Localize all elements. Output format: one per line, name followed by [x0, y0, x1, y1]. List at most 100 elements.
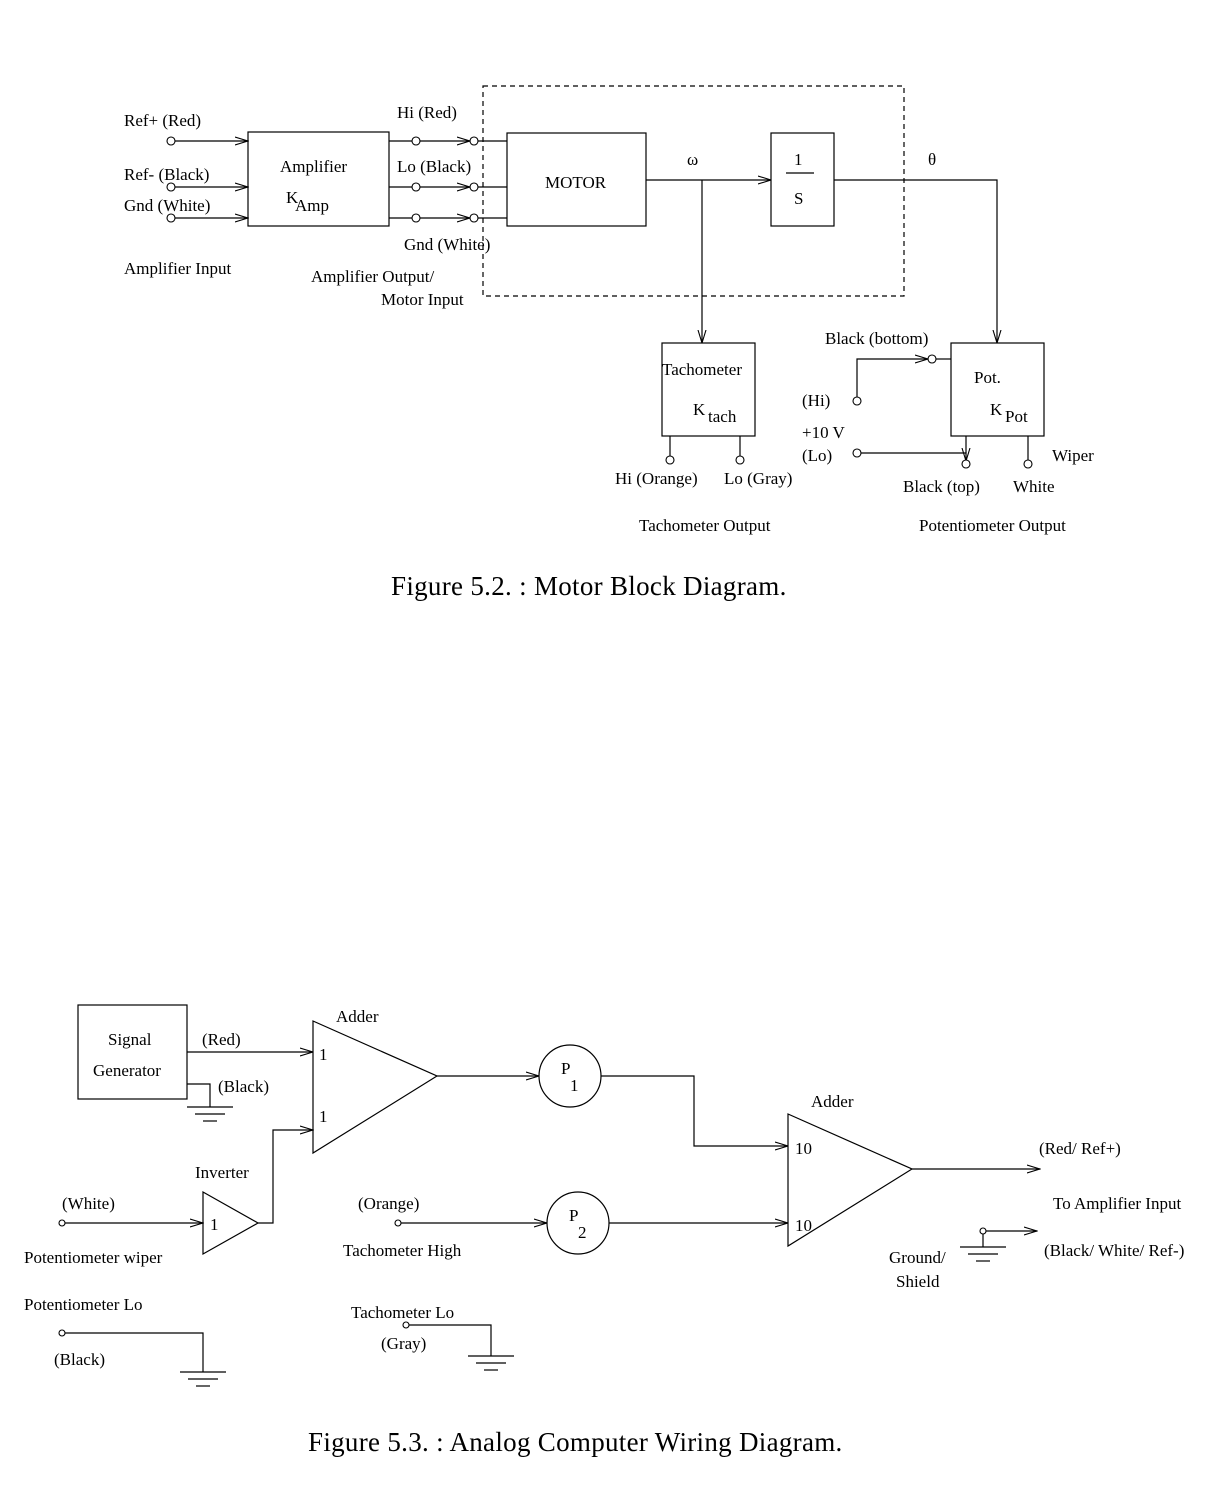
pot-lo-terminal: [852, 448, 862, 458]
figure-5-3-caption: Figure 5.3. : Analog Computer Wiring Dia…: [308, 1427, 843, 1457]
tach-high-terminal: [394, 1219, 402, 1227]
gnd-motor-terminal: [469, 213, 479, 223]
ground-label-1: Ground/: [889, 1248, 946, 1267]
potentiometer-output-label: Potentiometer Output: [919, 516, 1066, 535]
gray-wire-label: (Gray): [381, 1334, 426, 1353]
lo-motor-terminal: [469, 182, 479, 192]
pot-lo-ground-symbol: [180, 1371, 226, 1387]
integrator-numerator: 1: [794, 150, 803, 169]
motor-label: MOTOR: [545, 173, 607, 192]
hi-motor-terminal: [469, 136, 479, 146]
tach-lo-ground-symbol: [468, 1355, 514, 1371]
ref-minus-label: Ref- (Black): [124, 165, 209, 184]
amp-output-label-1: Amplifier Output/: [311, 267, 435, 286]
orange-wire-label: (Orange): [358, 1194, 419, 1213]
amplifier-input-label: Amplifier Input: [124, 259, 231, 278]
tachometer-block: [661, 342, 756, 437]
amp-output-label-2: Motor Input: [381, 290, 464, 309]
siggen-ground-symbol: [187, 1106, 233, 1122]
tach-lo-terminal: [735, 455, 745, 465]
pot-hi-terminal: [852, 396, 862, 406]
integrator-block: [770, 132, 835, 227]
tach-hi-label: Hi (Orange): [615, 469, 698, 488]
tach-lo-wire: [409, 1324, 492, 1356]
theta-label: θ: [928, 150, 936, 169]
p1-output-wire: [601, 1075, 788, 1146]
white-wire-label: (White): [62, 1194, 115, 1213]
adder-2-label: Adder: [811, 1092, 854, 1111]
signal-generator-label-1: Signal: [108, 1030, 152, 1049]
adder-1-input-2-gain: 1: [319, 1107, 328, 1126]
ground-shield-terminal: [979, 1227, 987, 1235]
adder-2-triangle: [787, 1113, 914, 1248]
p1-label: P: [561, 1059, 570, 1078]
pot-lo-black-label: (Black): [54, 1350, 105, 1369]
black-bottom-label: Black (bottom): [825, 329, 928, 348]
pot-gain-sub: Pot: [1005, 407, 1028, 426]
gnd-out-terminal: [411, 213, 421, 223]
pot-wiper-label: Potentiometer wiper: [24, 1248, 163, 1267]
to-amplifier-input-label: To Amplifier Input: [1053, 1194, 1181, 1213]
siggen-black-label: (Black): [218, 1077, 269, 1096]
signal-generator-block: [77, 1004, 188, 1100]
pot-hi-wire: [856, 359, 928, 397]
hi-out-terminal: [411, 136, 421, 146]
ground-shield-symbol: [960, 1246, 1006, 1262]
tachometer-title: Tachometer: [662, 360, 742, 379]
omega-label: ω: [687, 150, 698, 169]
pot-bottom-terminal: [927, 354, 937, 364]
p2-label: P: [569, 1206, 578, 1225]
ref-plus-label: Ref+ (Red): [124, 111, 201, 130]
black-white-ref-label: (Black/ White/ Ref-): [1044, 1241, 1184, 1260]
lo-out-terminal: [411, 182, 421, 192]
pot-wiper-terminal-2: [58, 1219, 66, 1227]
p2-sub: 2: [578, 1223, 587, 1242]
amplifier-gain-k: K: [286, 188, 299, 207]
tach-lo-label-2: Tachometer Lo: [351, 1303, 454, 1322]
ref-minus-terminal: [166, 182, 176, 192]
inverter-output-wire: [258, 1130, 313, 1224]
hi-red-label: Hi (Red): [397, 103, 457, 122]
potentiometer-block: [950, 342, 1045, 437]
adder-1-triangle: [312, 1020, 439, 1155]
theta-wire: [834, 179, 997, 343]
tach-gain-k: K: [693, 400, 706, 419]
integrator-denominator: S: [794, 189, 803, 208]
pot-lo-label-2: Potentiometer Lo: [24, 1295, 143, 1314]
adder-2-input-2-gain: 10: [795, 1216, 812, 1235]
pot-lo-wire: [65, 1332, 204, 1372]
lo-black-label: Lo (Black): [397, 157, 471, 176]
inverter-gain: 1: [210, 1215, 219, 1234]
motor-enclosure-dashed-box: [482, 85, 905, 297]
inverter-label: Inverter: [195, 1163, 249, 1182]
pot-lo-terminal-2: [58, 1329, 66, 1337]
red-ref-plus-label: (Red/ Ref+): [1039, 1139, 1121, 1158]
ground-label-2: Shield: [896, 1272, 940, 1291]
wiper-label: Wiper: [1052, 446, 1094, 465]
gnd-in-label: Gnd (White): [124, 196, 210, 215]
gnd-in-terminal: [166, 213, 176, 223]
amplifier-block: [247, 131, 390, 227]
figure-5-3-wiring-diagram: Signal Generator (Red) (Black) Adder 1 1…: [24, 1004, 1184, 1457]
pot-wiper-terminal: [1023, 459, 1033, 469]
siggen-red-label: (Red): [202, 1030, 241, 1049]
adder-1-label: Adder: [336, 1007, 379, 1026]
pot-top-terminal: [961, 459, 971, 469]
amplifier-gain-sub: Amp: [295, 196, 329, 215]
amplifier-title: Amplifier: [280, 157, 347, 176]
tach-lo-label: Lo (Gray): [724, 469, 792, 488]
tach-lo-terminal-2: [402, 1321, 410, 1329]
figure-5-2-motor-block-diagram: Amplifier K Amp Ref+ (Red) Ref- (Black) …: [124, 85, 1094, 601]
white-label: White: [1013, 477, 1055, 496]
pot-lo-wire: [861, 453, 966, 461]
pot-title: Pot.: [974, 368, 1001, 387]
ref-plus-terminal: [166, 136, 176, 146]
tach-hi-terminal: [665, 455, 675, 465]
pot-lo-label: (Lo): [802, 446, 832, 465]
tachometer-output-label: Tachometer Output: [639, 516, 771, 535]
signal-generator-label-2: Generator: [93, 1061, 161, 1080]
adder-2-input-1-gain: 10: [795, 1139, 812, 1158]
tach-high-label: Tachometer High: [343, 1241, 462, 1260]
figure-5-2-caption: Figure 5.2. : Motor Block Diagram.: [391, 571, 787, 601]
